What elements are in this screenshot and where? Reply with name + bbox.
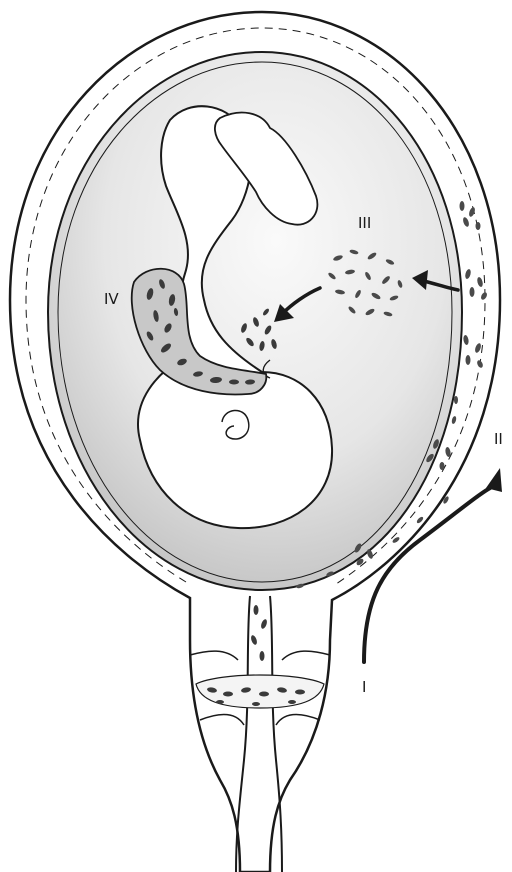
label-stage-4: IV bbox=[104, 290, 119, 308]
label-stage-1: I bbox=[362, 678, 366, 696]
label-stage-3: III bbox=[358, 214, 371, 232]
label-stage-2: II bbox=[494, 430, 503, 448]
